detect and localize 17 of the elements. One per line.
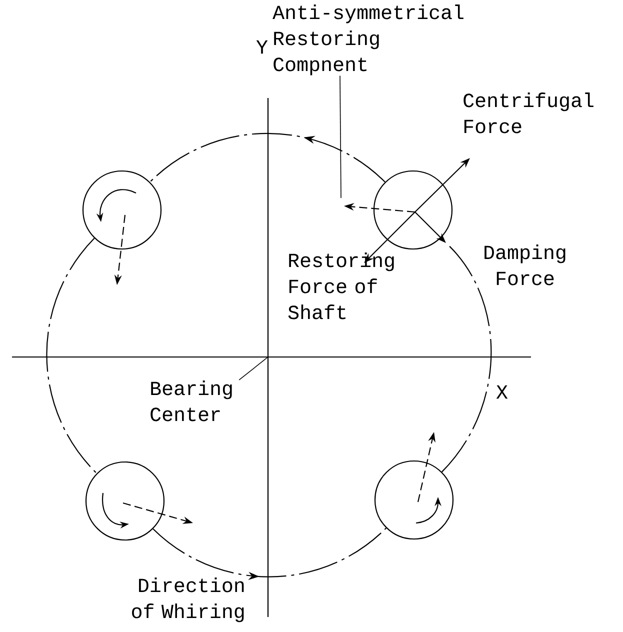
orbit-path [441,246,492,472]
text-label: Damping Force [484,244,566,286]
text-label: Y [256,40,268,54]
leader-line [340,75,342,198]
shaft-circle [85,461,165,541]
text-label: X [496,385,508,399]
shaft-circle [82,170,162,250]
orbit-path [46,238,98,474]
text-label: Restoring Force of Shaft [288,252,394,320]
text-label: Centrifugal Force [464,92,594,134]
text-label: Direction of Whiring [132,578,244,622]
shaft-circle [374,460,454,540]
leader-line [238,356,268,380]
text-label: Bearing Center [150,380,232,422]
orbit-path [150,132,386,182]
shaft-circle [373,170,453,250]
text-label: Anti-symmetrical Restoring Compnent [272,4,464,76]
